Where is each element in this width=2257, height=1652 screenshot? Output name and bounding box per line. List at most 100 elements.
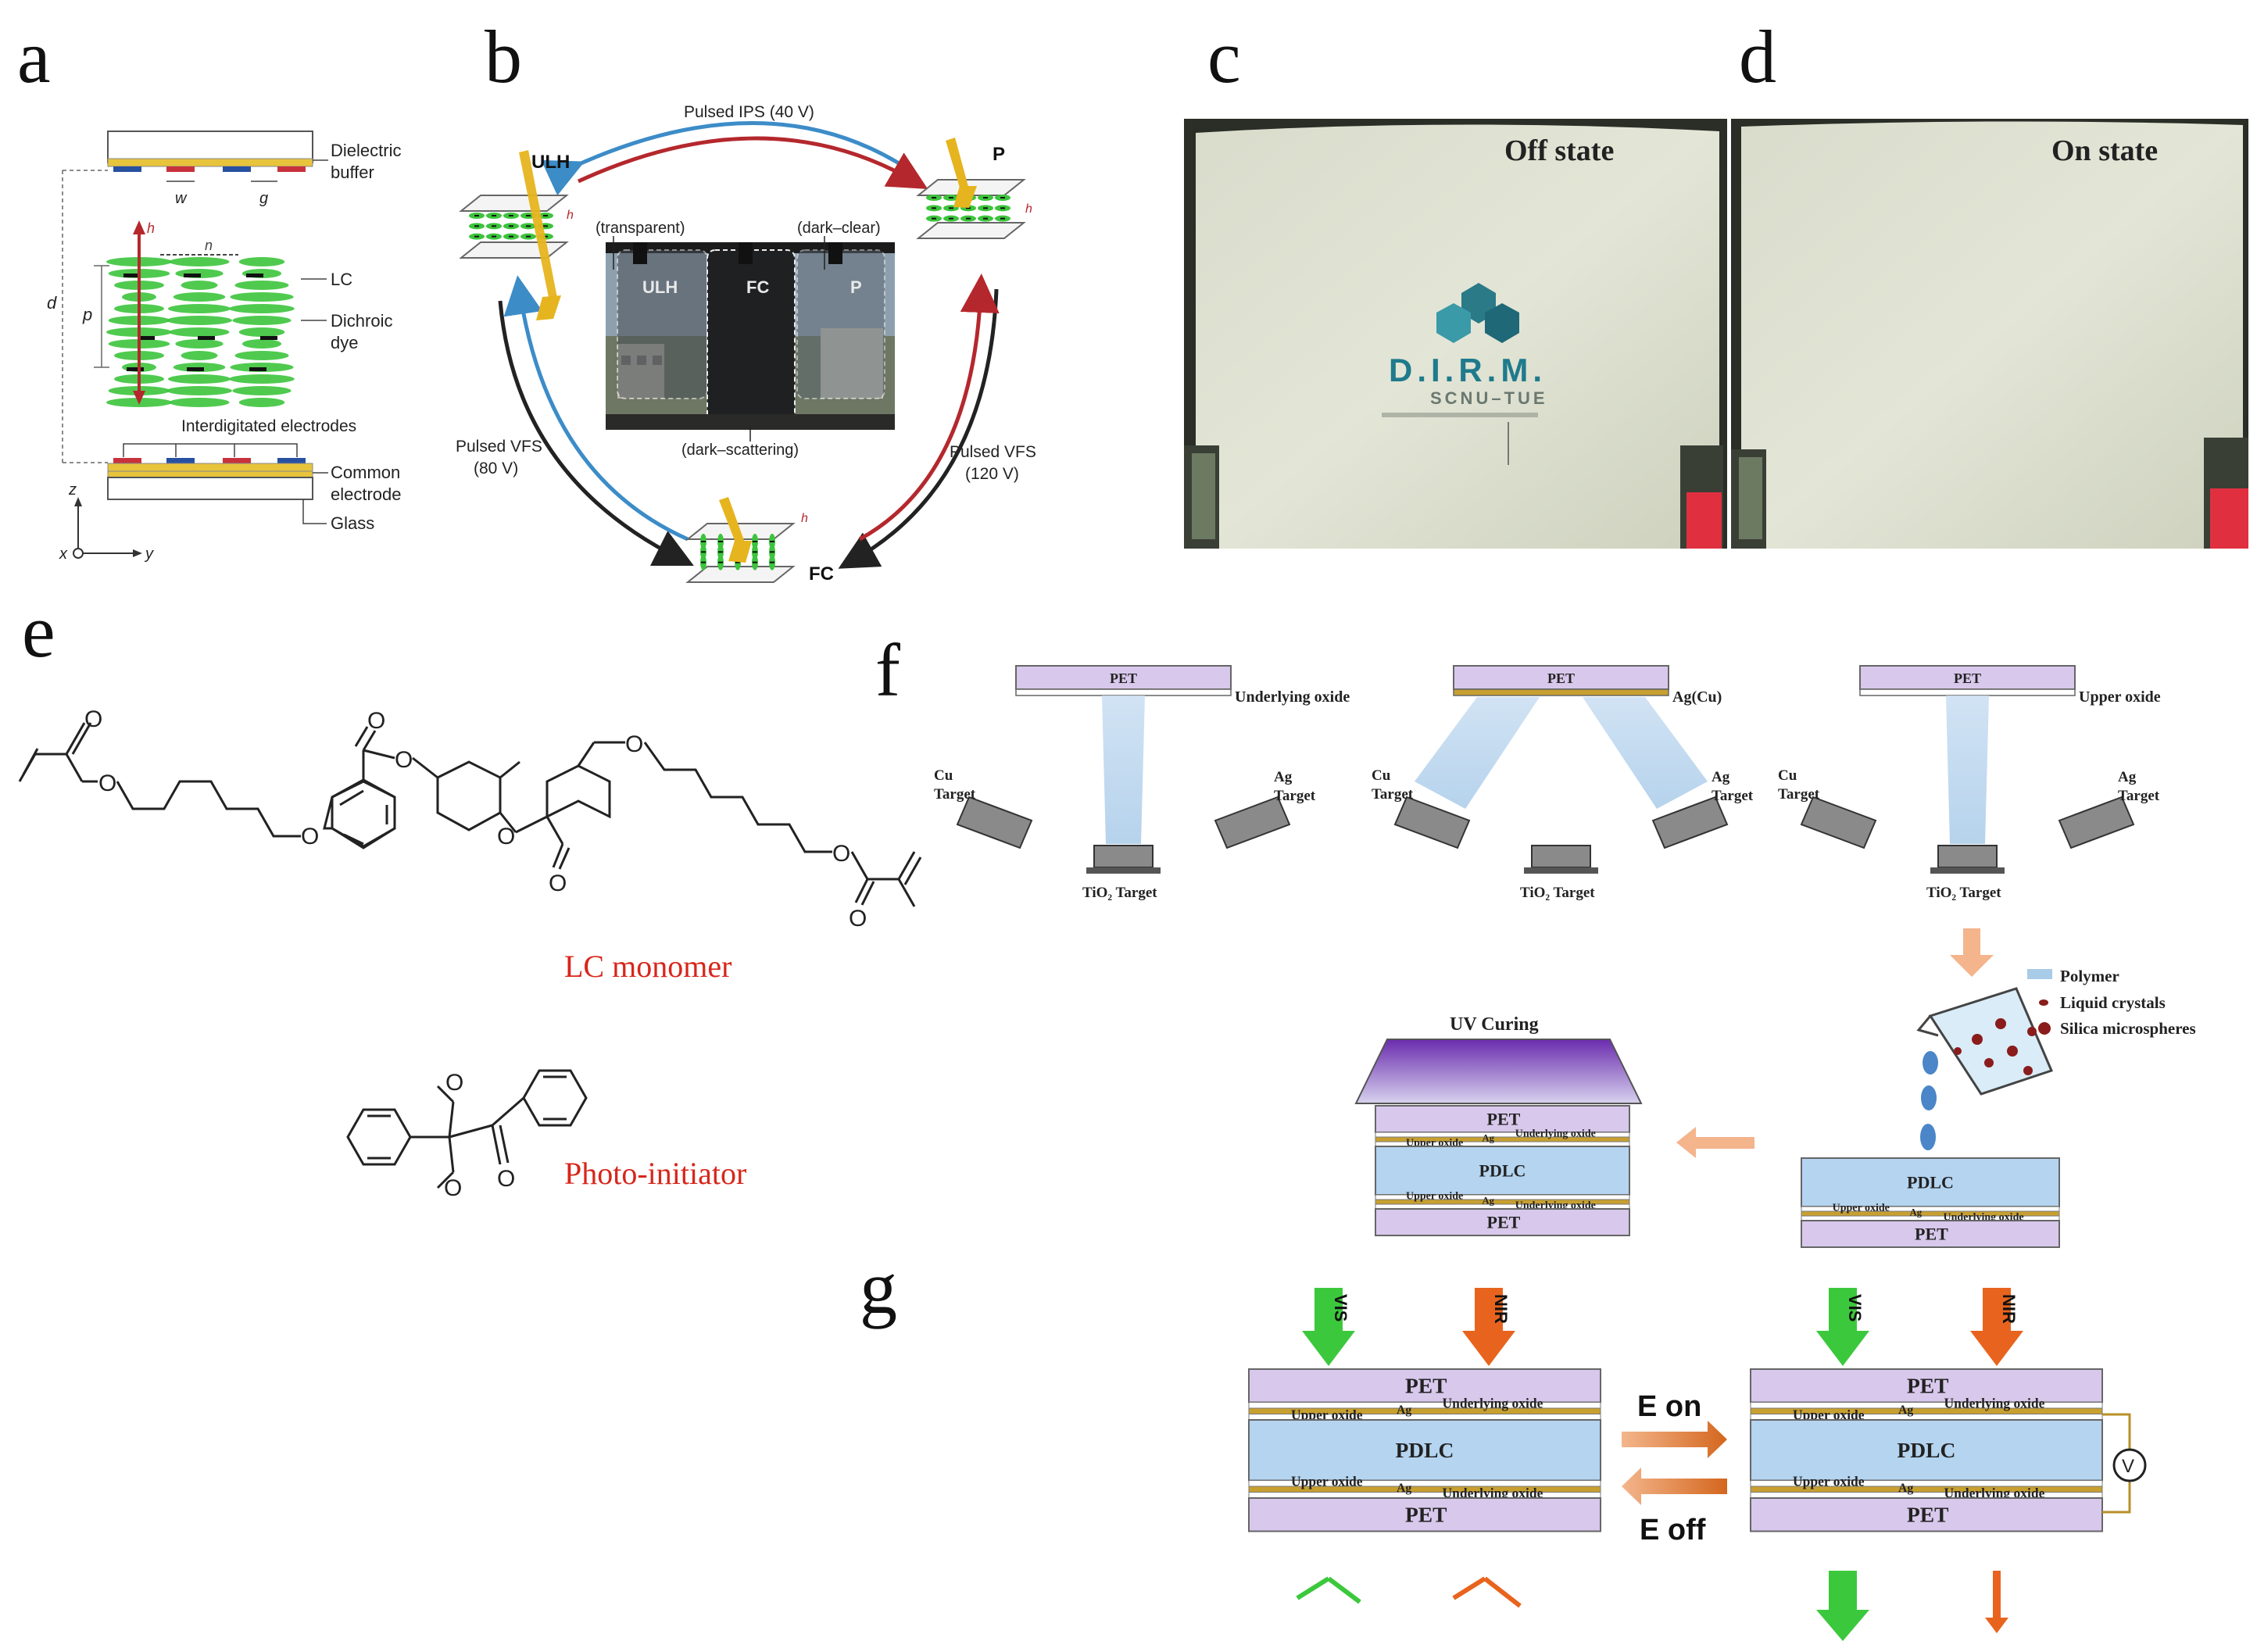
label-ag: Ag xyxy=(1397,1403,1411,1417)
lc-molecule xyxy=(232,386,292,395)
cell-p: P h xyxy=(916,138,1032,239)
label-pdlc: PDLC xyxy=(1396,1438,1454,1462)
arrow-vfs-left-blue xyxy=(503,275,689,542)
lc-molecule xyxy=(169,257,230,266)
label-p: p xyxy=(82,305,92,324)
label-nir-arrow-off: NIR xyxy=(1491,1294,1511,1324)
lc-molecule xyxy=(181,281,218,290)
dye-molecule xyxy=(249,367,266,371)
sputter-beam xyxy=(1102,695,1145,844)
label-target: Target xyxy=(934,786,976,803)
atom-o: O xyxy=(497,824,515,849)
arrow-to-curing xyxy=(1676,1127,1754,1158)
label-vis-arrow-on: VIS xyxy=(1845,1294,1865,1321)
dye-molecule xyxy=(735,561,740,563)
dye-molecule xyxy=(983,207,988,209)
bottom-buffer xyxy=(107,463,313,472)
label-on-state: On state xyxy=(2051,134,2158,167)
label-pet: PET xyxy=(1405,1374,1447,1398)
top-glass xyxy=(107,131,313,163)
pet-layer xyxy=(1248,1368,1601,1403)
pdlc-layer xyxy=(1750,1419,2103,1482)
label-tio2-target: TiO₂ Target xyxy=(1926,885,2001,901)
dye-molecule xyxy=(983,197,988,198)
pour-arrow-stem xyxy=(1963,928,1980,957)
photo-fc-region xyxy=(706,249,796,427)
panel-letter-d: d xyxy=(1739,15,1776,98)
dye-molecule xyxy=(1000,207,1005,209)
label-fc: FC xyxy=(809,563,834,585)
dye-molecule xyxy=(543,235,548,238)
dye-molecule xyxy=(718,541,723,542)
axis-y-label: y xyxy=(144,545,154,563)
nir-arrow-off: NIR xyxy=(1462,1288,1515,1366)
axis-z-label: z xyxy=(68,481,77,499)
label-underlying-oxide: Underlying oxide xyxy=(1944,1395,2045,1411)
label-pdlc: PDLC xyxy=(1907,1172,1954,1192)
label-ag: Ag xyxy=(1898,1403,1913,1417)
dye-molecule xyxy=(260,336,277,340)
lc-molecule xyxy=(167,304,231,313)
tio2-target-base xyxy=(1524,867,1598,874)
label-upper-oxide: Upper oxide xyxy=(1793,1473,1865,1489)
label-cu: Cu xyxy=(934,767,953,784)
dye-molecule xyxy=(1000,197,1005,198)
label-ag: Ag xyxy=(1397,1482,1411,1495)
label-pet: PET xyxy=(1915,1224,1948,1243)
lc-molecule xyxy=(230,292,294,302)
ag-target xyxy=(1651,796,1729,849)
sputter-beam-left xyxy=(1415,697,1540,809)
dye-molecule xyxy=(474,225,479,227)
label-vfs-right: Pulsed VFS xyxy=(950,443,1036,461)
label-target: Target xyxy=(1712,788,1754,804)
lc-molecule xyxy=(167,374,231,384)
label-w: w xyxy=(175,190,188,207)
lc-molecule xyxy=(234,351,289,360)
label-pet: PET xyxy=(1907,1503,1948,1527)
dye-molecule xyxy=(492,215,496,216)
label-ag: Ag xyxy=(1483,1132,1495,1143)
sputter-beam xyxy=(1946,695,1989,844)
arrow-ips-red xyxy=(577,136,928,190)
legend-polymer: Polymer xyxy=(2060,967,2119,985)
cell-ulh: ULH h xyxy=(459,150,574,320)
voltage-wire-top xyxy=(2102,1413,2131,1450)
top-electrode-blue xyxy=(223,166,251,172)
pet-layer xyxy=(1750,1497,2103,1532)
dye-molecule xyxy=(770,551,774,553)
dye-molecule xyxy=(949,217,953,220)
dye-molecule xyxy=(526,225,531,227)
label-pet: PET xyxy=(1487,1212,1521,1232)
label-pdlc: PDLC xyxy=(1479,1160,1526,1180)
atom-o: O xyxy=(497,1166,515,1192)
label-pet: PET xyxy=(1487,1109,1521,1128)
atom-o: O xyxy=(444,1175,462,1201)
lc-molecule xyxy=(229,304,295,313)
nir-transmitted xyxy=(1985,1571,2008,1633)
dye-molecule xyxy=(701,561,706,563)
dye-molecule xyxy=(138,336,155,340)
vis-arrow-off: VIS xyxy=(1302,1288,1355,1366)
x-axis-dot xyxy=(73,548,84,559)
tio2-target xyxy=(1531,845,1591,868)
label-g: g xyxy=(259,190,268,207)
bottom-glass xyxy=(107,477,313,500)
arrow-vfs-right-black xyxy=(838,288,999,569)
label-n-vector: n xyxy=(205,238,213,253)
label-dielectric: Dielectric xyxy=(331,141,401,160)
uv-lamp xyxy=(1354,1039,1643,1104)
label-upper-oxide: Upper oxide xyxy=(1793,1407,1865,1422)
label-vfs-left: Pulsed VFS xyxy=(456,438,542,456)
atom-o: O xyxy=(301,824,319,849)
atom-o: O xyxy=(625,731,643,757)
label-buffer: buffer xyxy=(331,163,374,182)
label-deposited-layer: Upper oxide xyxy=(2079,688,2161,706)
label-off-state: Off state xyxy=(1504,134,1614,167)
atom-o: O xyxy=(549,871,567,896)
vis-arrow-on: VIS xyxy=(1816,1288,1869,1366)
pet-layer xyxy=(1801,1220,2060,1248)
